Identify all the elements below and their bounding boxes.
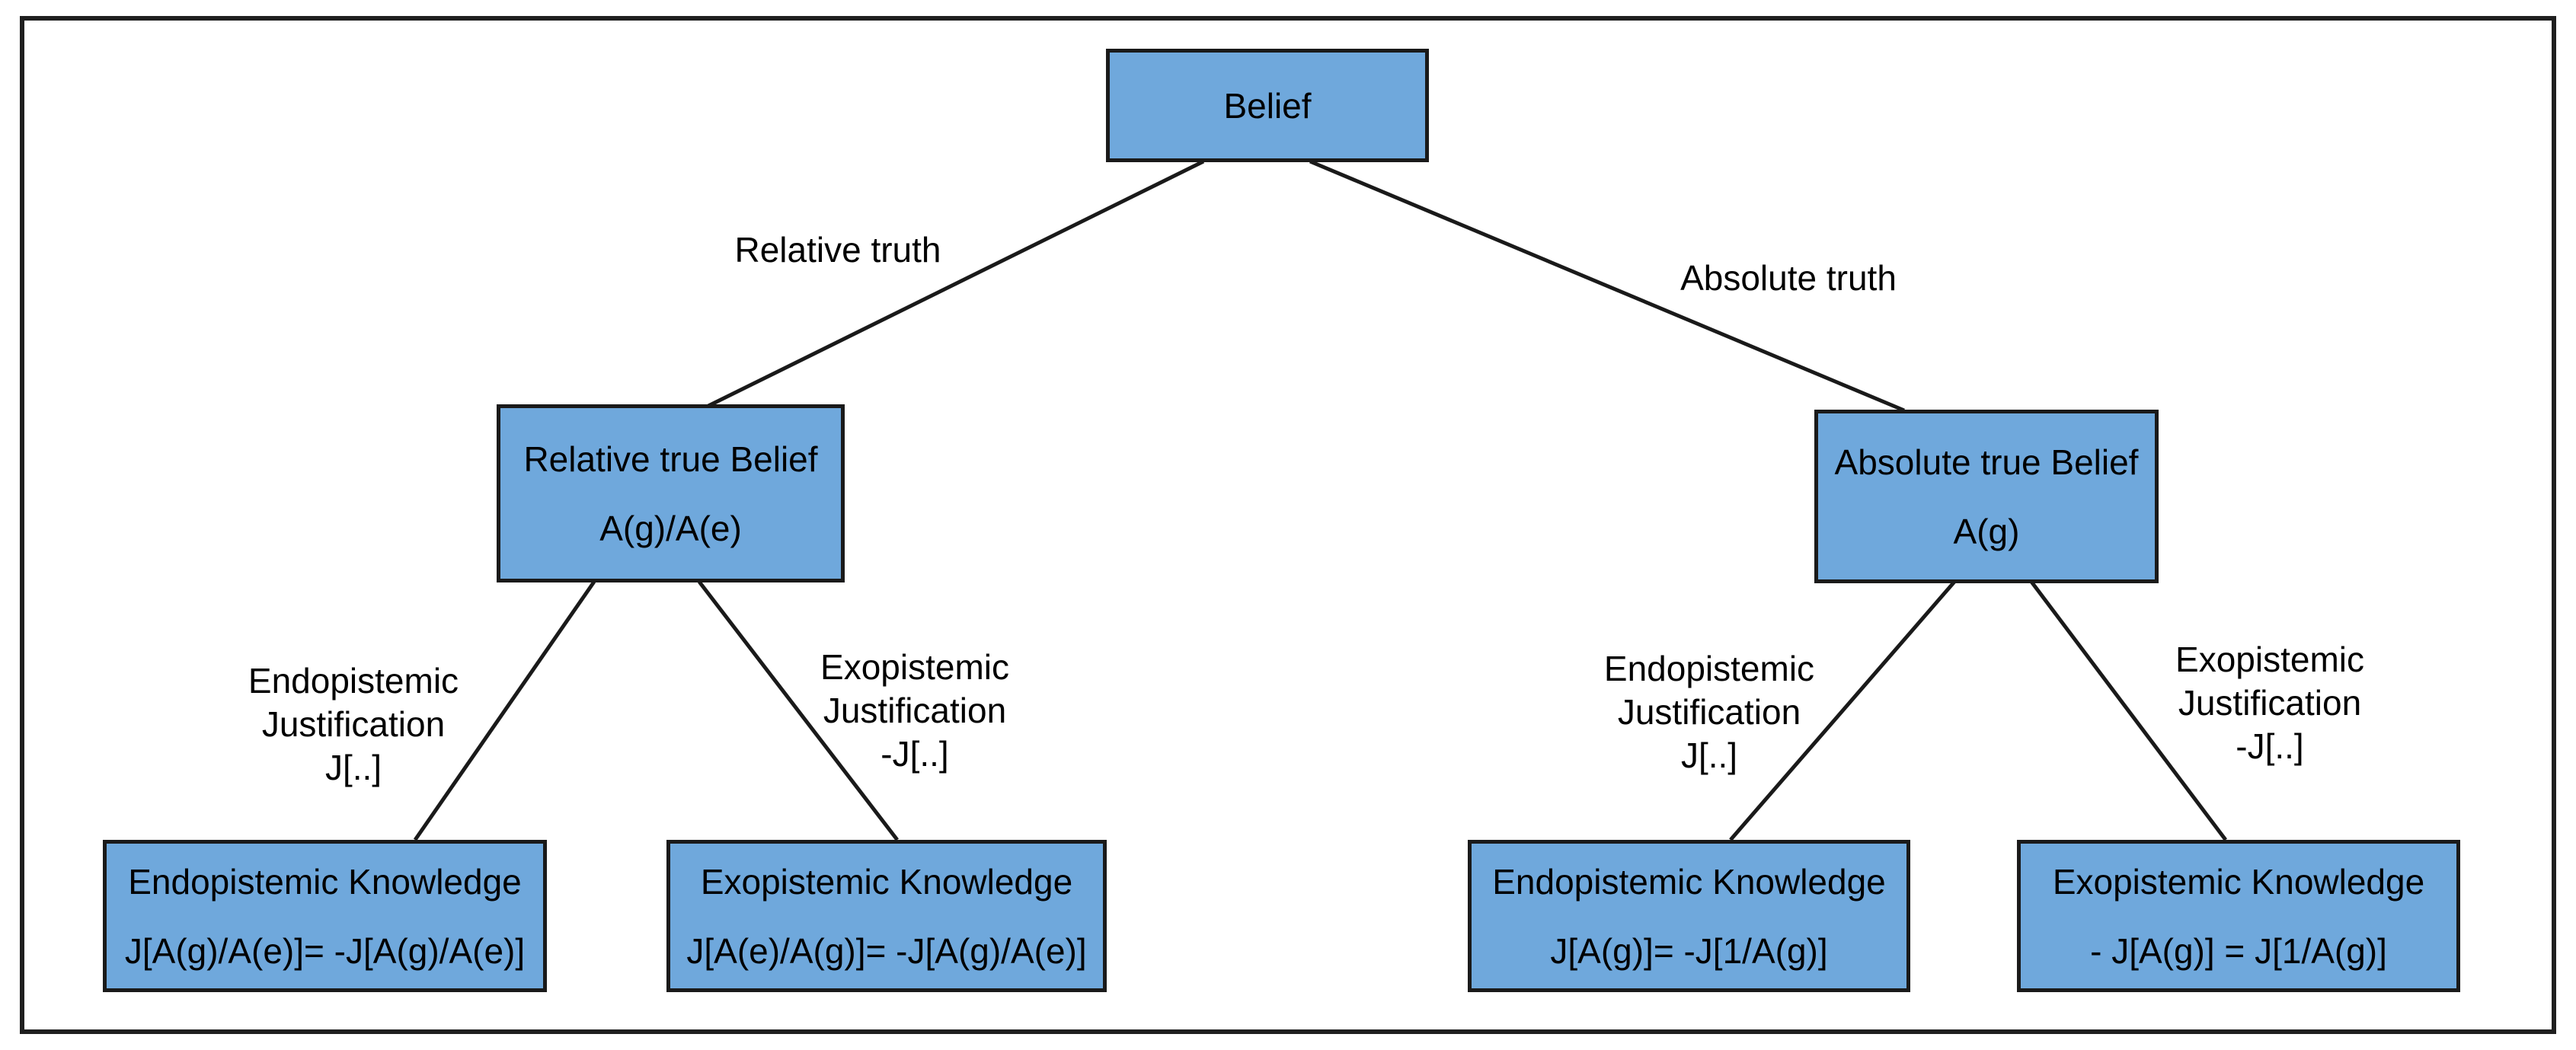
edge-belief-to-relative: [707, 159, 1205, 408]
node-belief-title: Belief: [1223, 85, 1312, 126]
edge-label-line: Exopistemic: [820, 647, 1009, 687]
node-exopistemic-knowledge-right: Exopistemic Knowledge - J[A(g)] = J[1/A(…: [2017, 840, 2460, 992]
edge-label-exopistemic-justification-right: Exopistemic Justification -J[..]: [2148, 638, 2392, 768]
edge-label-line: Justification: [2178, 683, 2362, 723]
node-relative-true-belief-formula: A(g)/A(e): [599, 508, 742, 548]
edge-label-line: Justification: [823, 691, 1007, 730]
edge-label-line: -J[..]: [2236, 726, 2304, 766]
node-exopistemic-knowledge-left-title: Exopistemic Knowledge: [700, 861, 1073, 902]
node-relative-true-belief-title: Relative true Belief: [523, 439, 818, 479]
edge-label-endopistemic-justification-left: Endopistemic Justification J[..]: [232, 659, 475, 790]
edge-label-line: Endopistemic: [1603, 649, 1815, 688]
edge-label-relative-truth: Relative truth: [734, 230, 941, 270]
node-belief: Belief: [1106, 49, 1429, 162]
node-absolute-true-belief-title: Absolute true Belief: [1834, 442, 2139, 482]
node-absolute-true-belief: Absolute true Belief A(g): [1814, 410, 2159, 583]
edge-label-line: J[..]: [1680, 736, 1738, 775]
edge-belief-to-absolute: [1309, 159, 1905, 413]
node-exopistemic-knowledge-left: Exopistemic Knowledge J[A(e)/A(g)]= -J[A…: [666, 840, 1107, 992]
diagram-outer-frame: [20, 16, 2556, 1034]
edge-label-exopistemic-justification-left: Exopistemic Justification -J[..]: [793, 646, 1037, 776]
node-endopistemic-knowledge-left: Endopistemic Knowledge J[A(g)/A(e)]= -J[…: [103, 840, 547, 992]
edge-label-line: Exopistemic: [2175, 640, 2364, 679]
node-endopistemic-knowledge-left-title: Endopistemic Knowledge: [128, 861, 522, 902]
edge-label-line: J[..]: [324, 748, 382, 787]
node-endopistemic-knowledge-right: Endopistemic Knowledge J[A(g)]= -J[1/A(g…: [1468, 840, 1910, 992]
edge-label-absolute-truth: Absolute truth: [1680, 258, 1897, 298]
node-endopistemic-knowledge-left-formula: J[A(g)/A(e)]= -J[A(g)/A(e)]: [124, 930, 526, 971]
edge-relative-to-exo-knowledge: [698, 580, 899, 841]
node-relative-true-belief: Relative true Belief A(g)/A(e): [497, 404, 845, 582]
edge-relative-to-endo-knowledge: [413, 580, 596, 841]
edge-absolute-to-endo-knowledge: [1729, 580, 1956, 841]
node-exopistemic-knowledge-right-title: Exopistemic Knowledge: [2052, 861, 2425, 902]
node-absolute-true-belief-formula: A(g): [1953, 511, 2020, 551]
edge-label-line: -J[..]: [881, 734, 949, 774]
node-exopistemic-knowledge-right-formula: - J[A(g)] = J[1/A(g)]: [2090, 930, 2387, 971]
node-endopistemic-knowledge-right-title: Endopistemic Knowledge: [1492, 861, 1886, 902]
edge-absolute-to-exo-knowledge: [2030, 580, 2227, 841]
edge-label-line: Justification: [261, 704, 446, 744]
edge-label-line: Endopistemic: [248, 661, 459, 701]
edge-label-endopistemic-justification-right: Endopistemic Justification J[..]: [1587, 647, 1831, 777]
edge-label-line: Justification: [1617, 692, 1801, 732]
node-endopistemic-knowledge-right-formula: J[A(g)]= -J[1/A(g)]: [1550, 930, 1828, 971]
node-exopistemic-knowledge-left-formula: J[A(e)/A(g)]= -J[A(g)/A(e)]: [686, 930, 1087, 971]
